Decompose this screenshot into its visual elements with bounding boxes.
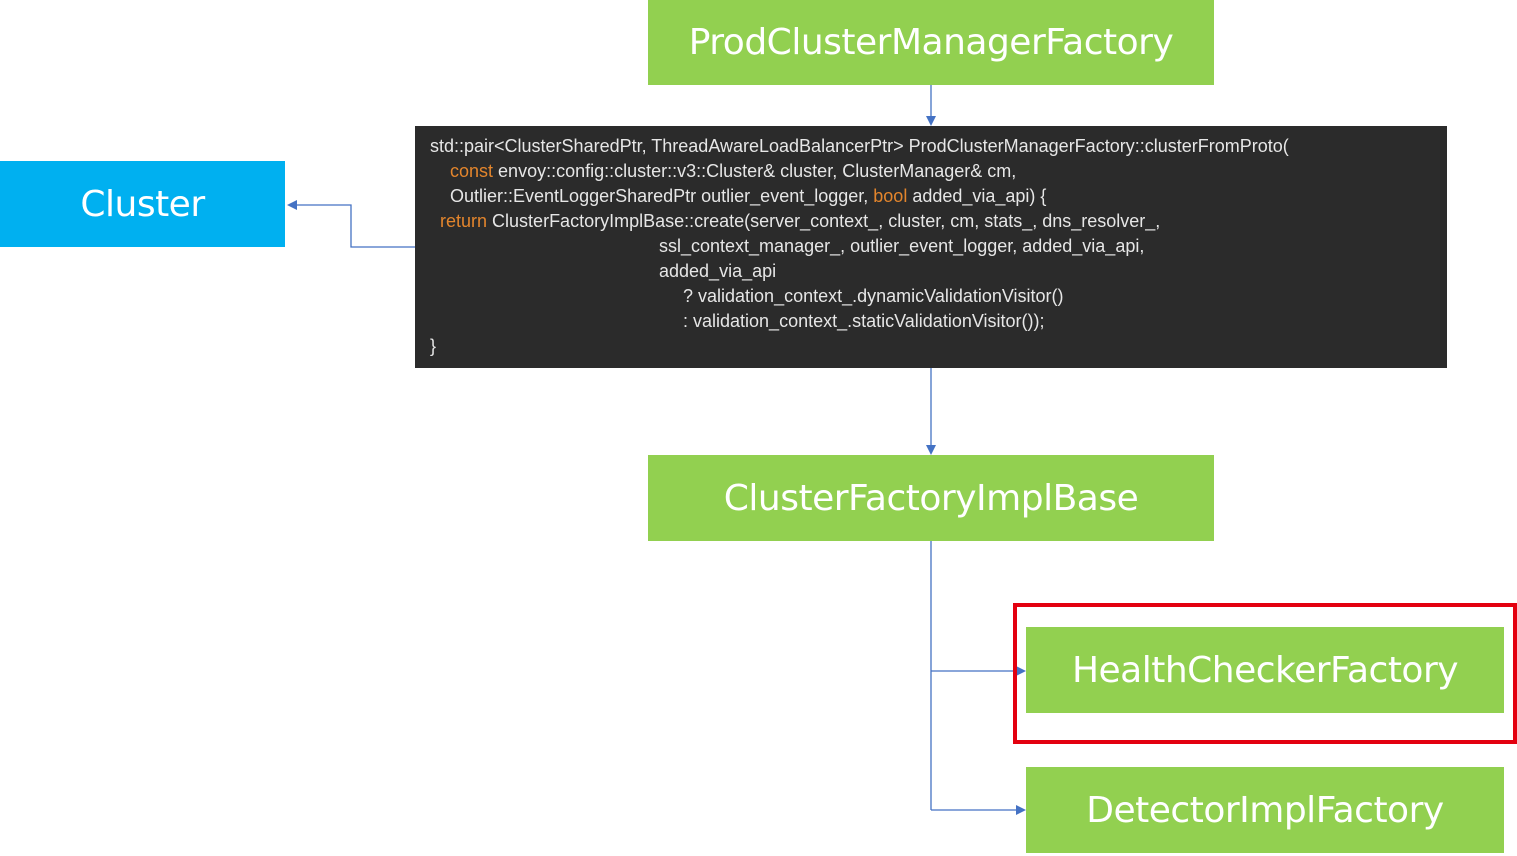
keyword-const: const [450,161,494,181]
code-line-8: : validation_context_.staticValidationVi… [683,311,1045,331]
health-checker-factory-label: HealthCheckerFactory [1071,649,1459,691]
code-line-7: ? validation_context_.dynamicValidationV… [683,286,1064,306]
cluster-label: Cluster [80,183,205,225]
health-checker-highlight-frame [1013,603,1517,744]
code-line-1: std::pair<ClusterSharedPtr, ThreadAwareL… [430,136,1289,156]
code-line-5: ssl_context_manager_, outlier_event_logg… [659,236,1145,256]
cluster-from-proto-code-block: std::pair<ClusterSharedPtr, ThreadAwareL… [415,126,1447,368]
detector-impl-factory-node: DetectorImplFactory [1026,767,1504,853]
health-checker-factory-node: HealthCheckerFactory [1026,627,1504,713]
cluster-factory-impl-base-label: ClusterFactoryImplBase [723,477,1139,519]
prod-cluster-manager-factory-node: ProdClusterManagerFactory [648,0,1214,85]
code-line-9: } [430,336,437,356]
detector-impl-factory-label: DetectorImplFactory [1086,789,1444,831]
code-line-6: added_via_api [659,261,777,281]
cluster-node: Cluster [0,161,285,247]
code-line-2: const envoy::config::cluster::v3::Cluste… [450,161,1017,181]
arrow-code-to-cluster [287,200,415,248]
code-line-4: return ClusterFactoryImplBase::create(se… [440,211,1161,231]
prod-cluster-manager-factory-label: ProdClusterManagerFactory [688,22,1174,63]
cluster-factory-impl-base-node: ClusterFactoryImplBase [648,455,1214,541]
keyword-bool: bool [873,186,908,206]
keyword-return: return [440,211,488,231]
code-line-3: Outlier::EventLoggerSharedPtr outlier_ev… [430,186,1047,206]
